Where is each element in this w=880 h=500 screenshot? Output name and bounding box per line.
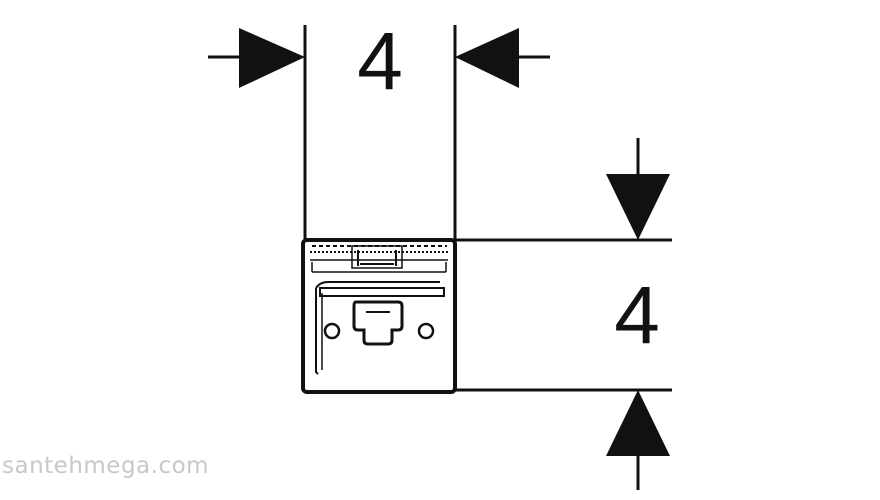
height-arrow-up-icon bbox=[606, 390, 670, 456]
bracket-outline bbox=[315, 281, 445, 375]
watermark: santehmega.com bbox=[2, 453, 210, 479]
height-arrow-down-icon bbox=[606, 174, 670, 240]
height-dimension-label: 4 bbox=[614, 270, 660, 361]
width-arrow-left-icon bbox=[455, 28, 519, 88]
width-arrow-right-icon bbox=[239, 28, 305, 88]
mounting-hole-left bbox=[323, 322, 341, 340]
module-top-strip bbox=[310, 245, 448, 273]
width-dimension: 4 bbox=[208, 16, 550, 240]
height-dimension: 4 bbox=[455, 138, 672, 490]
mounting-hole-right bbox=[417, 322, 435, 340]
module-part bbox=[301, 238, 457, 394]
width-dimension-label: 4 bbox=[357, 16, 403, 107]
